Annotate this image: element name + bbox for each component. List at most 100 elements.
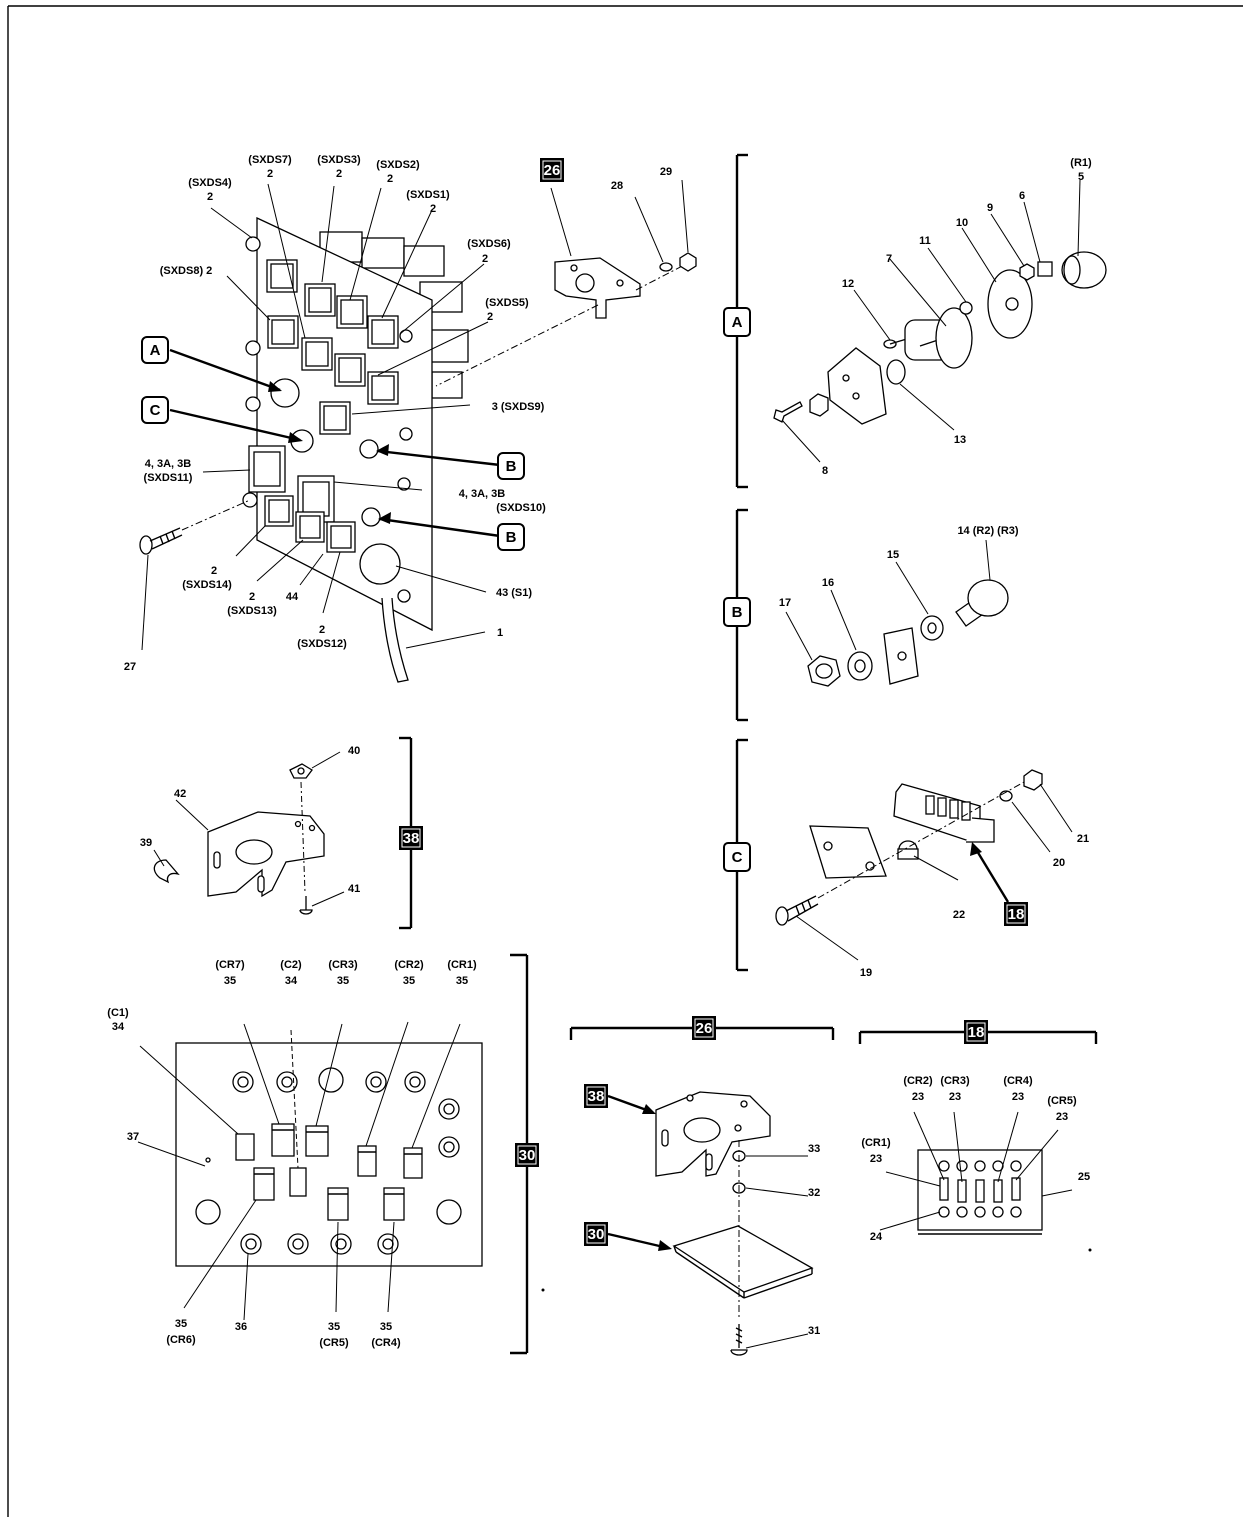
label-sxds1: (SXDS1) bbox=[406, 189, 450, 201]
label-1: 1 bbox=[497, 627, 503, 639]
label-sxds4: (SXDS4) bbox=[188, 177, 232, 189]
arrow-30-head bbox=[658, 1240, 672, 1251]
washer-28 bbox=[659, 262, 673, 272]
label-sxds12: (SXDS12) bbox=[297, 638, 347, 650]
label-sxds13: (SXDS13) bbox=[227, 605, 277, 617]
label-13: 13 bbox=[954, 434, 966, 446]
label-20: 20 bbox=[1053, 857, 1065, 869]
label-8: 8 bbox=[822, 465, 828, 477]
label-cr2: (CR2) bbox=[394, 959, 424, 971]
label-sxds3: (SXDS3) bbox=[317, 154, 361, 166]
main-panel-arrows bbox=[169, 348, 501, 538]
label-sxds1-n: 2 bbox=[430, 203, 436, 215]
label-37: 37 bbox=[127, 1131, 139, 1143]
label-b-23b: 23 bbox=[949, 1091, 961, 1103]
svg-text:C: C bbox=[150, 402, 161, 419]
svg-text:26: 26 bbox=[544, 162, 561, 179]
nut-9 bbox=[1019, 263, 1035, 281]
terminal-board-diodes bbox=[939, 1177, 1021, 1203]
clip-39 bbox=[153, 859, 180, 884]
label-41: 41 bbox=[348, 883, 360, 895]
tag-38-bottom: 38 bbox=[584, 1084, 608, 1108]
label-sxds3-n: 2 bbox=[336, 168, 342, 180]
potentiometer-shaft-lower bbox=[361, 507, 381, 527]
label-cr7-35: 35 bbox=[224, 975, 236, 987]
label-sxds8: (SXDS8) 2 bbox=[160, 265, 213, 277]
label-21: 21 bbox=[1077, 833, 1089, 845]
nut-29 bbox=[679, 252, 697, 272]
label-sxds5-n: 2 bbox=[487, 311, 493, 323]
label-sxds7-n: 2 bbox=[267, 168, 273, 180]
label-sxds6-n: 2 bbox=[482, 253, 488, 265]
label-5: 5 bbox=[1078, 171, 1084, 183]
label-15: 15 bbox=[887, 549, 899, 561]
label-b-cr4: (CR4) bbox=[1003, 1075, 1033, 1087]
screw-19 bbox=[775, 906, 789, 926]
diode-board bbox=[175, 1042, 483, 1267]
label-24: 24 bbox=[870, 1231, 883, 1243]
flange-a bbox=[935, 307, 973, 369]
label-sxds11: (SXDS11) bbox=[144, 472, 193, 484]
svg-text:38: 38 bbox=[403, 830, 420, 847]
label-11: 11 bbox=[919, 235, 931, 247]
main-panel-labels: (SXDS4) 2 (SXDS7) 2 (SXDS3) 2 (SXDS2) 2 … bbox=[124, 154, 672, 673]
label-sxds9: 3 (SXDS9) bbox=[492, 401, 545, 413]
label-cr1-35: 35 bbox=[456, 975, 468, 987]
plate-c bbox=[809, 825, 887, 879]
svg-text:30: 30 bbox=[519, 1147, 536, 1164]
view-B-labels: 14 (R2) (R3) 15 16 17 bbox=[779, 525, 1019, 609]
screw-8 bbox=[773, 401, 803, 423]
label-cr6-35: 35 bbox=[175, 1318, 187, 1330]
tag-C-main: C bbox=[141, 396, 169, 424]
label-sxds13-n: 2 bbox=[249, 591, 255, 603]
stray-mark bbox=[1088, 1248, 1092, 1252]
tag-C-view: C bbox=[723, 842, 751, 872]
svg-text:18: 18 bbox=[1008, 906, 1025, 923]
tag-38-view: 38 bbox=[399, 826, 423, 850]
label-cr5: (CR5) bbox=[319, 1337, 349, 1349]
label-33: 33 bbox=[808, 1143, 820, 1155]
label-sxds7: (SXDS7) bbox=[248, 154, 292, 166]
label-6: 6 bbox=[1019, 190, 1025, 202]
label-7: 7 bbox=[886, 253, 892, 265]
label-cr5-35: 35 bbox=[328, 1321, 340, 1333]
svg-text:B: B bbox=[506, 458, 517, 475]
power-switch-s1 bbox=[359, 543, 401, 585]
arrow-18-head bbox=[970, 842, 982, 856]
view-A-labels: (R1) 5 6 9 10 11 12 7 13 8 bbox=[822, 157, 1092, 477]
label-32: 32 bbox=[808, 1187, 820, 1199]
tag-30-view: 30 bbox=[515, 1143, 539, 1167]
label-25: 25 bbox=[1078, 1171, 1090, 1183]
label-cr4: (CR4) bbox=[371, 1337, 401, 1349]
label-cr1: (CR1) bbox=[447, 959, 477, 971]
page-frame bbox=[7, 5, 1243, 1517]
spacer-6 bbox=[1037, 261, 1053, 277]
label-b-cr5: (CR5) bbox=[1047, 1095, 1077, 1107]
nut-21 bbox=[1023, 769, 1043, 791]
tag-18-view-c: 18 bbox=[1004, 902, 1028, 926]
label-12: 12 bbox=[842, 278, 854, 290]
view-38-parts bbox=[153, 763, 325, 915]
view-30-labels: (C1) 34 (CR7) 35 (C2) 34 (CR3) 35 (CR2) … bbox=[107, 959, 477, 1349]
plate-30 bbox=[672, 1225, 814, 1293]
terminal-board-eyelets bbox=[938, 1160, 1022, 1218]
tag-A-view: A bbox=[723, 307, 751, 337]
label-43-s1: 43 (S1) bbox=[496, 587, 532, 599]
nut-13 bbox=[886, 359, 906, 385]
svg-text:A: A bbox=[732, 314, 743, 331]
label-r1: (R1) bbox=[1070, 157, 1092, 169]
label-40: 40 bbox=[348, 745, 360, 757]
label-sxds11-parts: 4, 3A, 3B bbox=[145, 458, 192, 470]
cable-1 bbox=[381, 597, 409, 683]
view-18-leaders bbox=[879, 1111, 1073, 1231]
view-18-labels: (CR2) (CR3) (CR4) (CR5) 23 23 23 23 (CR1… bbox=[861, 1075, 1090, 1243]
label-cr3: (CR3) bbox=[328, 959, 358, 971]
label-cr4-35: 35 bbox=[380, 1321, 392, 1333]
pin-11 bbox=[959, 301, 973, 315]
label-39: 39 bbox=[140, 837, 152, 849]
svg-text:B: B bbox=[506, 529, 517, 546]
bracket-26-small bbox=[554, 257, 641, 319]
tag-B-view: B bbox=[723, 597, 751, 627]
label-22: 22 bbox=[953, 909, 965, 921]
